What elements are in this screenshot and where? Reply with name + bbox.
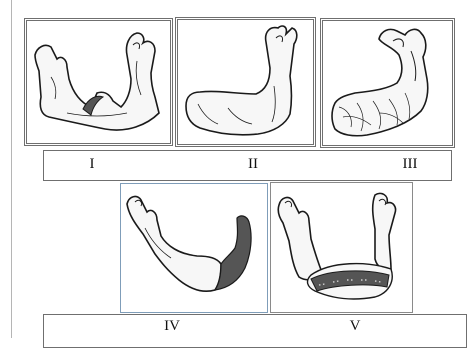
panel-label-v: V: [350, 318, 361, 335]
panel-label-ii: II: [248, 156, 258, 173]
mandible-drawing-ii: [178, 20, 313, 144]
panel-label-i: I: [90, 156, 95, 173]
mandible-panel-iii: [320, 18, 455, 148]
left-margin-line: [11, 0, 12, 338]
mandible-panel-i: [24, 18, 173, 146]
mandible-panel-ii: [175, 17, 316, 147]
panel-label-iv: IV: [164, 318, 180, 335]
mandible-panel-v: [270, 182, 413, 313]
panel-label-iii: III: [403, 156, 418, 173]
mandible-drawing-iii: [323, 21, 452, 145]
mandible-panel-iv: [120, 183, 268, 313]
mandible-drawing-i: [27, 21, 170, 143]
mandible-drawing-iv: [121, 184, 267, 312]
label-bar-bottom: [43, 314, 467, 348]
mandible-drawing-v: [271, 183, 412, 312]
